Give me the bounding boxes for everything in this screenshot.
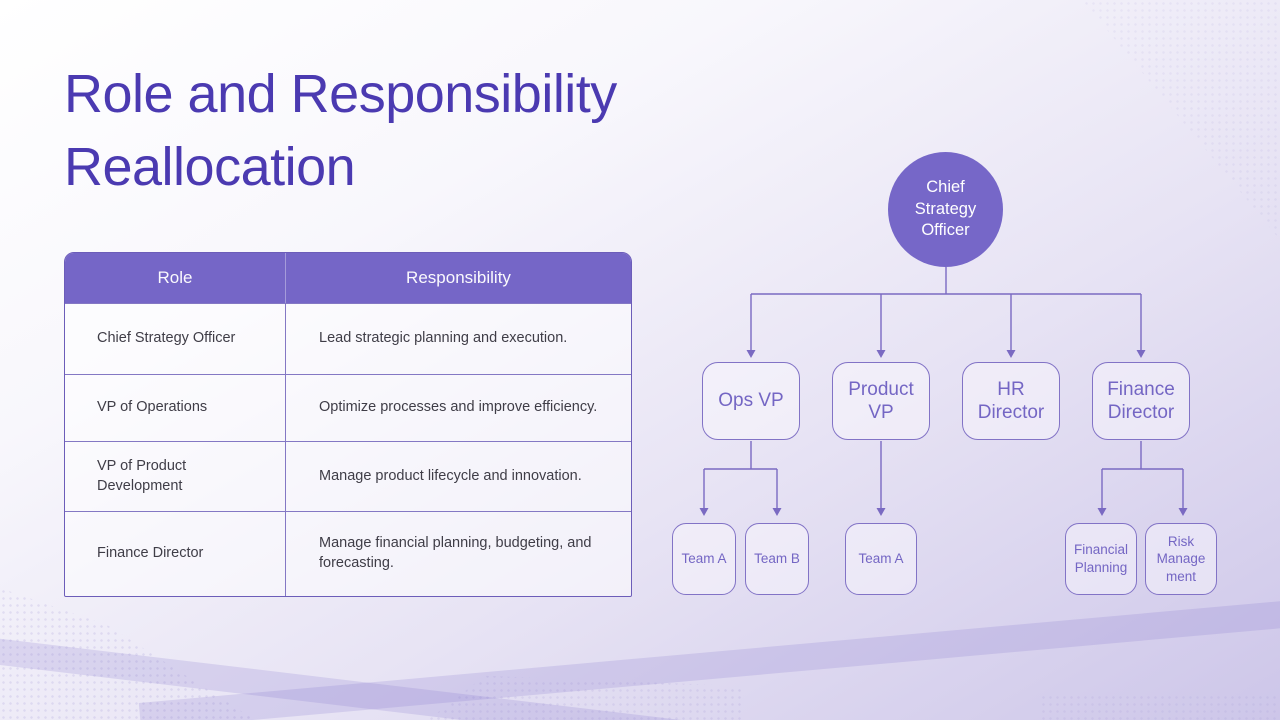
table-cell-role-3: VP of Product Development	[65, 441, 285, 511]
decor-dot-pattern-bottom-right	[1040, 694, 1280, 720]
org-node-label: HR Director	[977, 378, 1045, 423]
org-node-ops-vp: Ops VP	[702, 362, 800, 440]
org-node-label: Team A	[858, 551, 904, 567]
org-node-label: Product VP	[848, 378, 914, 423]
table-cell-responsibility-3: Manage product lifecycle and innovation.	[285, 441, 631, 511]
roles-table: Role Responsibility Chief Strategy Offic…	[64, 252, 632, 597]
org-node-hr-director: HR Director	[962, 362, 1060, 440]
org-node-team-b-ops: Team B	[745, 523, 809, 595]
table-cell-role-1: Chief Strategy Officer	[65, 303, 285, 374]
org-node-label: Team A	[681, 551, 727, 567]
org-node-team-a-product: Team A	[845, 523, 917, 595]
org-node-label: Risk Management	[1156, 533, 1206, 584]
slide-title: Role and Responsibility Reallocation	[64, 64, 617, 198]
org-node-team-a-ops: Team A	[672, 523, 736, 595]
table-cell-role-2: VP of Operations	[65, 374, 285, 441]
table-cell-responsibility-2: Optimize processes and improve efficienc…	[285, 374, 631, 441]
org-node-financial-planning: Financial Planning	[1065, 523, 1137, 595]
org-node-label: Finance Director	[1107, 378, 1175, 423]
decor-dot-pattern-bottom-left	[0, 588, 255, 720]
decor-dot-pattern-top-right	[1082, 0, 1280, 240]
org-node-label: Team B	[754, 551, 800, 567]
org-node-risk-management: Risk Management	[1145, 523, 1217, 595]
table-cell-responsibility-4: Manage financial planning, budgeting, an…	[285, 511, 631, 596]
table-header-role: Role	[65, 253, 285, 303]
org-node-finance-director: Finance Director	[1092, 362, 1190, 440]
table-header-responsibility: Responsibility	[285, 253, 631, 303]
table-cell-role-4: Finance Director	[65, 511, 285, 596]
org-node-product-vp: Product VP	[832, 362, 930, 440]
org-node-chief-strategy-officer: Chief Strategy Officer	[888, 152, 1003, 267]
org-node-label: Ops VP	[718, 390, 784, 412]
org-node-label: Chief Strategy Officer	[914, 178, 977, 240]
table-cell-responsibility-1: Lead strategic planning and execution.	[285, 303, 631, 374]
org-node-label: Financial Planning	[1073, 542, 1129, 575]
